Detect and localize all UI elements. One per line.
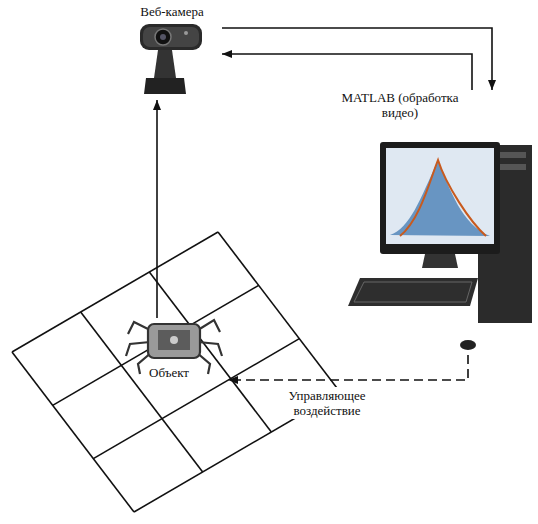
grid-line <box>218 232 340 392</box>
control-line <box>228 355 468 380</box>
signal-line <box>156 100 158 318</box>
grid-line <box>53 285 259 405</box>
floor-grid <box>12 232 340 512</box>
arrowhead <box>222 50 232 58</box>
grid-line <box>12 232 218 352</box>
node-label: MATLAB (обработка видео) <box>336 90 464 120</box>
arrowhead <box>228 376 238 384</box>
arrowhead <box>488 80 496 90</box>
object-node: Объект <box>110 318 228 384</box>
arrowhead <box>153 100 161 110</box>
grid-line <box>81 312 203 472</box>
node-label: Веб-камера <box>122 4 222 19</box>
signal-line <box>222 28 492 90</box>
webcam-icon <box>140 24 202 94</box>
signal-line <box>222 54 472 90</box>
computer-node: MATLAB (обработка видео) <box>330 90 535 355</box>
edge-label: Управляющее воздействие <box>272 387 382 419</box>
computer-illustration <box>348 142 532 350</box>
grid-line <box>12 352 134 512</box>
webcam-node: Веб-камера <box>122 4 222 100</box>
node-label: Объект <box>147 365 191 380</box>
